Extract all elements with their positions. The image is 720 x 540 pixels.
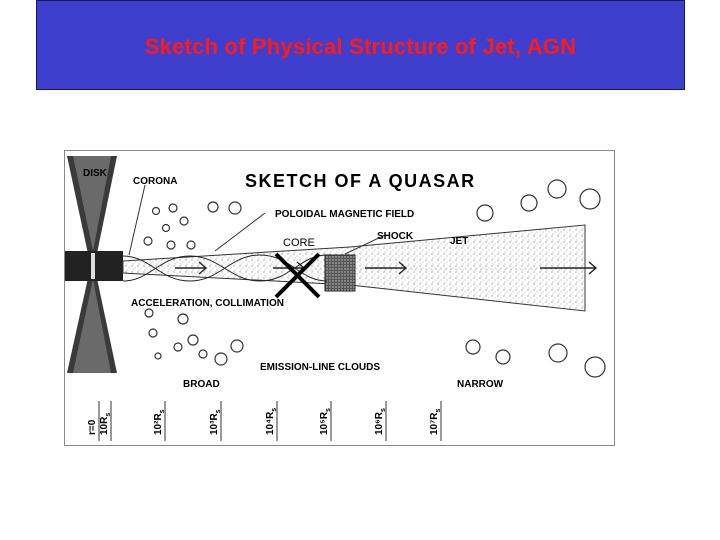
emission-clouds-label: EMISSION-LINE CLOUDS (260, 362, 380, 373)
quasar-sketch: DISK CORONA SKETCH OF A QUASAR POLOIDAL … (65, 151, 613, 444)
core-label: CORE (283, 237, 315, 249)
accretion-disk (65, 156, 123, 373)
acceleration-label: ACCELERATION, COLLIMATION (131, 298, 284, 309)
slide-title: Sketch of Physical Structure of Jet, AGN (37, 34, 684, 60)
scale-tick-label: 10⁴Rs (265, 408, 278, 435)
scale-tick-label: 10⁷Rs (429, 409, 442, 435)
poloidal-field-label: POLOIDAL MAGNETIC FIELD (275, 209, 414, 220)
title-banner: Sketch of Physical Structure of Jet, AGN (36, 0, 685, 90)
shock-label: SHOCK (377, 231, 414, 242)
scale-tick-label: 10³Rs (209, 409, 222, 435)
broad-label: BROAD (183, 379, 220, 390)
quasar-sketch-panel: DISK CORONA SKETCH OF A QUASAR POLOIDAL … (64, 150, 615, 446)
corona-label: CORONA (133, 176, 177, 187)
narrow-label: NARROW (457, 379, 504, 390)
disk-label: DISK (83, 168, 108, 179)
jet-label: JET (450, 236, 468, 247)
scale-tick-label: 10⁵Rs (319, 408, 332, 435)
scale-tick-label: 10Rs (99, 413, 112, 435)
scale-tick-label: 10⁶Rs (374, 408, 387, 435)
sketch-heading: SKETCH OF A QUASAR (245, 171, 476, 191)
scale-tick-label: 10²Rs (153, 409, 166, 435)
scale-tick-label: r=0 (87, 419, 98, 435)
